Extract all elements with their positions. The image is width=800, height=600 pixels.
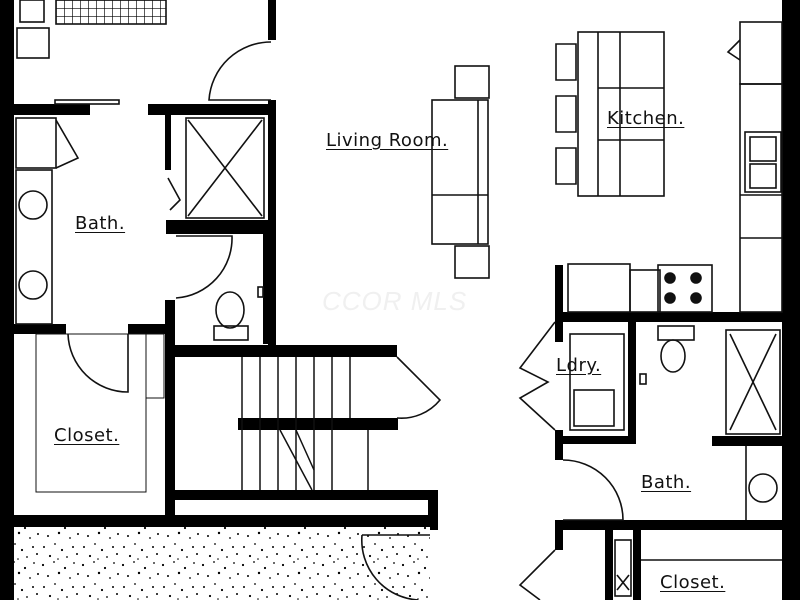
room-label-living-room: Living Room. (326, 130, 449, 151)
room-label-bath-1: Bath. (75, 213, 126, 234)
room-label-kitchen: Kitchen. (607, 108, 685, 129)
room-label-closet-2: Closet. (660, 572, 726, 593)
fixtures (15, 0, 783, 600)
room-label-bath-2: Bath. (641, 472, 692, 493)
watermark: CCOR MLS (322, 286, 468, 316)
room-label-laundry: Ldry. (556, 355, 602, 376)
garage-floor (14, 527, 430, 600)
room-label-closet-1: Closet. (54, 425, 120, 446)
